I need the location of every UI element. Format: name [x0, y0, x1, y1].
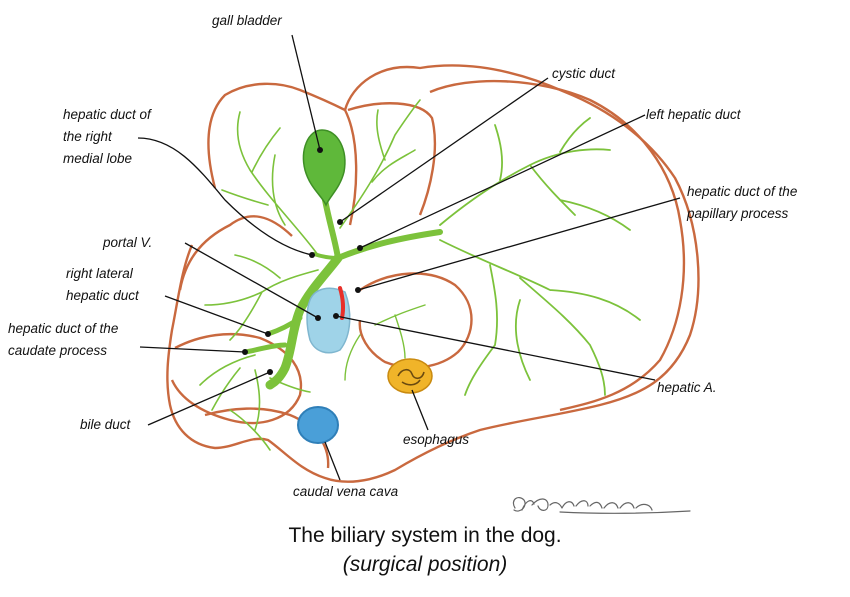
hepatic-artery-shape — [338, 286, 346, 320]
branch-network-caudate — [199, 354, 311, 451]
leader-bile-duct — [147, 371, 271, 426]
branch-network-right-medial — [221, 111, 319, 256]
right-lateral-duct-shape — [265, 315, 303, 337]
esophagus-shape — [387, 358, 433, 394]
cystic-duct-shape — [322, 197, 341, 261]
anchor-portal-v — [315, 315, 321, 321]
left-lateral-lobe-outline — [429, 79, 686, 412]
anchor-caudate — [242, 349, 248, 355]
leader-hepatic-a — [335, 315, 656, 381]
leader-left-hepatic-duct — [359, 114, 646, 249]
branch-network-left-lateral — [439, 117, 631, 231]
leader-vena-cava — [324, 441, 341, 481]
common-bile-duct-shape — [265, 253, 343, 390]
anchor-cystic-duct — [337, 219, 343, 225]
leader-caudate — [139, 346, 246, 353]
portal-vein-shape — [306, 287, 351, 354]
right-medial-lobe-outline — [207, 82, 358, 226]
anchor-hepatic-a — [333, 313, 339, 319]
branch-network-papillary — [344, 304, 426, 381]
label-esophagus: esophagus — [403, 432, 469, 447]
branch-network-central — [339, 99, 421, 229]
gall-bladder-shape — [302, 129, 346, 207]
caudal-vena-cava-shape — [297, 406, 339, 444]
label-gall-bladder: gall bladder — [212, 13, 282, 28]
label-caudate-1: hepatic duct of the — [8, 321, 118, 336]
label-right-medial-3: medial lobe — [63, 151, 132, 166]
caudate-duct-shape — [242, 342, 288, 355]
left-hepatic-duct-shape — [335, 229, 443, 261]
leader-right-lateral — [164, 295, 269, 335]
leader-lines — [137, 34, 681, 481]
branch-network-left-lower — [439, 239, 641, 396]
label-hepatic-a: hepatic A. — [657, 380, 717, 395]
leader-papillary-duct — [357, 197, 681, 291]
caption-title: The biliary system in the dog. — [288, 524, 562, 547]
anchor-right-lateral — [265, 331, 271, 337]
anchor-left-hepatic-duct — [357, 245, 363, 251]
label-right-lateral-1: right lateral — [66, 266, 134, 281]
leader-portal-v — [184, 242, 319, 319]
anchor-bile-duct — [267, 369, 273, 375]
label-cystic-duct: cystic duct — [552, 66, 616, 81]
branch-network-quadrate — [204, 254, 319, 341]
anchor-gall-bladder — [317, 147, 323, 153]
leader-gall-bladder — [291, 34, 321, 151]
labels: gall bladder cystic duct left hepatic du… — [8, 13, 797, 499]
anchor-right-medial-duct — [309, 252, 315, 258]
label-right-medial-1: hepatic duct of — [63, 107, 152, 122]
label-papillary-2: papillary process — [686, 206, 789, 221]
label-papillary-1: hepatic duct of the — [687, 184, 797, 199]
leader-esophagus — [411, 389, 429, 431]
label-caudate-2: caudate process — [8, 343, 107, 358]
duct-branches — [199, 99, 641, 451]
artist-signature — [512, 496, 691, 514]
label-portal-v: portal V. — [102, 235, 152, 250]
liver-outline — [166, 64, 700, 483]
central-lobe-outline — [347, 102, 437, 216]
label-right-medial-2: the right — [63, 129, 113, 144]
papillary-process-outline — [358, 272, 473, 369]
caption-subtitle: (surgical position) — [342, 553, 508, 576]
quadrate-lobe-outline — [178, 215, 293, 291]
label-right-lateral-2: hepatic duct — [66, 288, 140, 303]
anchor-papillary-duct — [355, 287, 361, 293]
leader-cystic-duct — [339, 77, 549, 223]
leader-right-medial-duct — [137, 137, 313, 256]
label-left-hepatic-duct: left hepatic duct — [646, 107, 742, 122]
label-bile-duct: bile duct — [80, 417, 132, 432]
caudate-lower-outline — [204, 407, 330, 469]
label-caudal-vena-cava: caudal vena cava — [293, 484, 399, 499]
